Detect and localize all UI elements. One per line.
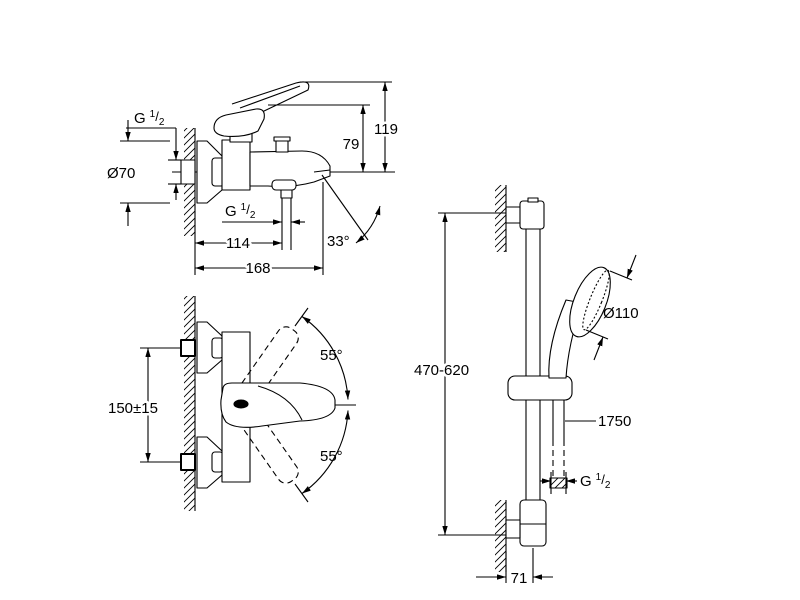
upper-nut — [211, 337, 224, 359]
lever-inner-line — [257, 385, 303, 421]
wall-distance-label: 71 — [511, 570, 528, 587]
slider — [507, 375, 573, 401]
upper-wall-hatching — [495, 185, 506, 252]
head-diameter-arrow-top — [626, 254, 637, 279]
lower-wall-hatching — [495, 500, 506, 572]
hose-length-label: 1750 — [598, 413, 631, 430]
total-height-label: 119 — [374, 121, 398, 138]
lever-raised-inner-line — [239, 85, 301, 109]
head-diameter-ext-top — [609, 270, 633, 281]
head-diameter-ext-bottom — [585, 329, 609, 340]
lever-height-label: 79 — [343, 136, 360, 153]
upper-inlet-fitting — [180, 339, 196, 357]
diverter-knob — [275, 139, 289, 153]
lever-angle-arc-lower — [301, 410, 351, 494]
diverter-cap — [273, 136, 291, 142]
upper-rail-clamp — [519, 200, 545, 230]
hand-shower-head — [569, 266, 611, 338]
lever-angle-lower-label: 55° — [320, 448, 343, 465]
hose-fitting-fill — [550, 478, 567, 488]
lever-raised-outline — [231, 81, 310, 113]
shower-rail-set — [438, 185, 637, 583]
shower-outlet — [271, 179, 297, 191]
head-diameter-arrow-bottom — [593, 336, 604, 361]
lever-position-upper-dashed — [233, 326, 299, 409]
lever-position-lower-dashed — [233, 401, 299, 484]
head-diameter-label: Ø110 — [603, 305, 639, 322]
lever — [213, 108, 265, 137]
rail-adjustment-label: 470-620 — [414, 362, 469, 379]
rail — [525, 228, 541, 504]
lever-indicator-dot — [233, 399, 249, 409]
rail-end-cap — [527, 197, 539, 203]
spout-angle-arc — [355, 205, 381, 244]
lever-angle-ref-upper — [294, 307, 309, 327]
spout-angle-label: 33° — [327, 233, 350, 250]
lower-rail-clamp — [519, 499, 547, 547]
shower-outlet-nut — [280, 189, 293, 199]
lower-wall-mount — [505, 519, 521, 539]
spray-face — [582, 269, 610, 331]
spout-angle-ray — [321, 174, 369, 241]
bath-mixer-side-view — [120, 81, 395, 275]
inlet-fitting — [180, 159, 196, 185]
lever-angle-upper-label: 55° — [320, 347, 343, 364]
projection-label: 168 — [245, 260, 270, 277]
wall-hatching — [184, 296, 195, 511]
spout-outlet-edge — [313, 169, 331, 173]
bath-mixer-top-view — [140, 296, 356, 511]
mixer-body — [221, 139, 251, 191]
lever-angle-arc-upper — [301, 316, 351, 400]
inlet-spacing-label: 150±15 — [108, 400, 158, 417]
escutcheon-diameter-label: Ø70 — [107, 165, 135, 182]
lower-nut — [211, 451, 224, 473]
lever-angle-ref-lower — [294, 483, 309, 503]
lower-inlet-fitting — [180, 453, 196, 471]
wall-to-outlet-label: 114 — [226, 235, 250, 252]
